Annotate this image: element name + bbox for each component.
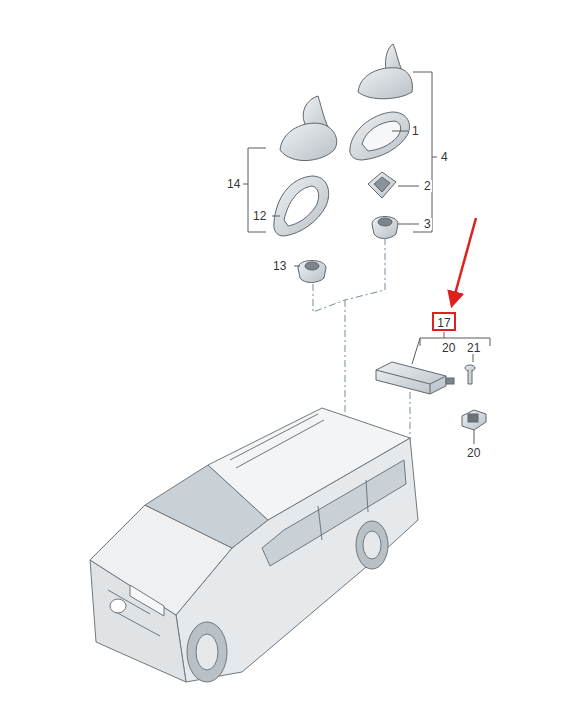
callout-number: 13 bbox=[272, 260, 287, 272]
callout-number: 17 bbox=[434, 317, 454, 329]
callout-number: 4 bbox=[440, 151, 449, 163]
callout-number: 20 bbox=[466, 447, 481, 459]
callout-number: 14 bbox=[226, 178, 241, 190]
antenna-parts bbox=[274, 44, 486, 430]
pointer-arrow bbox=[452, 218, 476, 305]
callout-number: 21 bbox=[466, 342, 481, 354]
callout-number: 20 bbox=[441, 342, 456, 354]
highlight-box: 17 bbox=[432, 312, 456, 331]
bracket bbox=[243, 72, 490, 444]
callout-number: 12 bbox=[252, 210, 267, 222]
car-illustration bbox=[90, 408, 418, 682]
callout-number: 2 bbox=[423, 180, 432, 192]
callout-number: 1 bbox=[411, 125, 420, 137]
callout-number: 3 bbox=[423, 218, 432, 230]
